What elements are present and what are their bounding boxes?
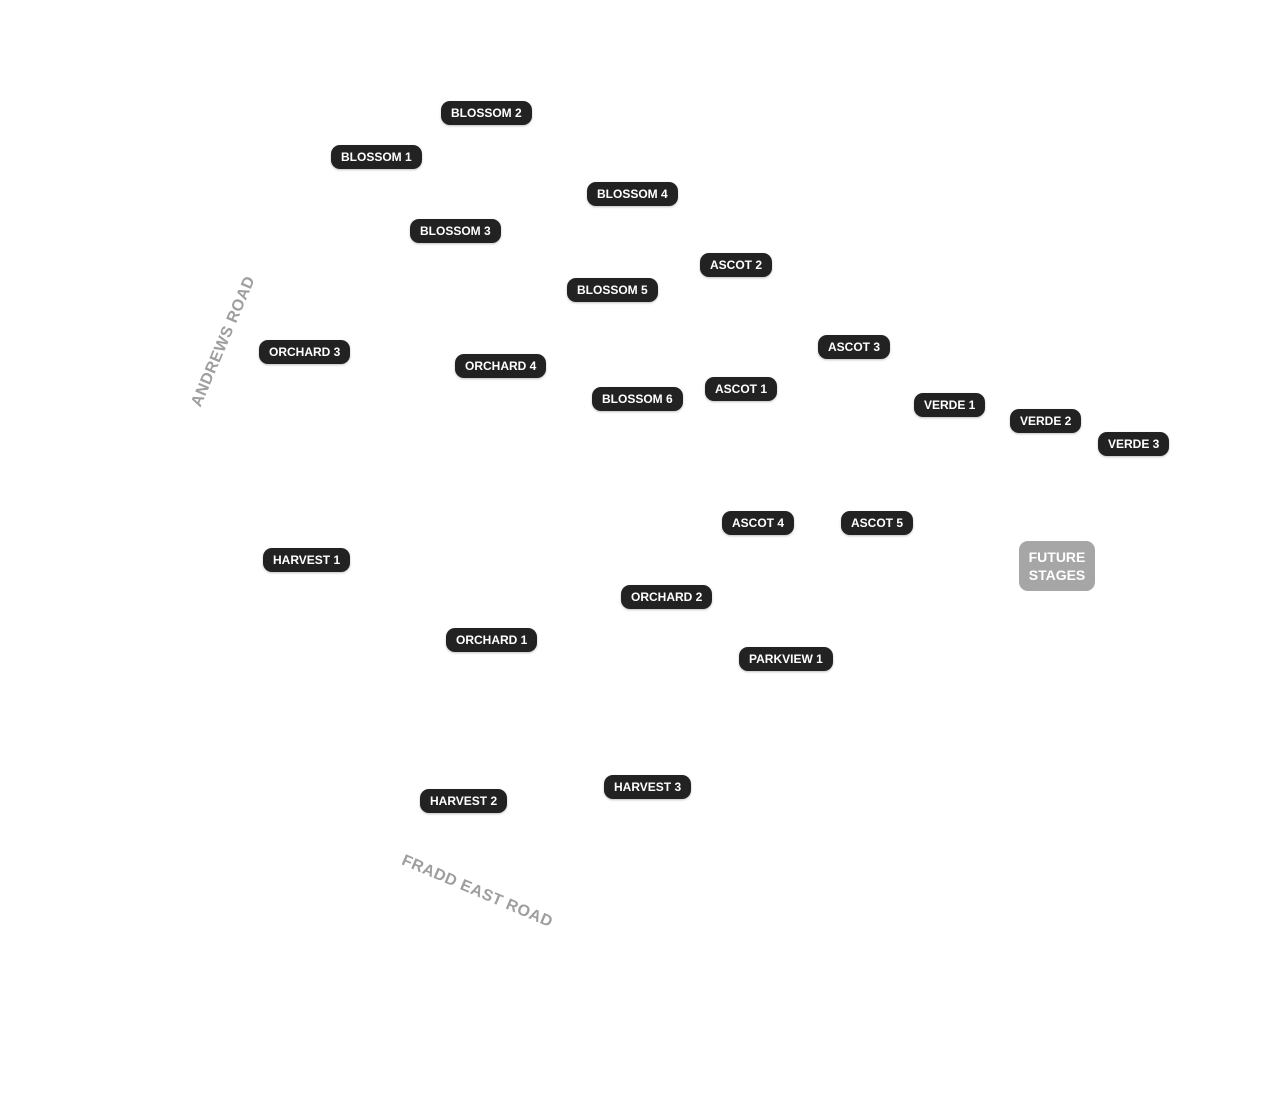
stage-orchard-2[interactable]: ORCHARD 2	[621, 585, 713, 609]
stage-verde-3[interactable]: VERDE 3	[1098, 432, 1170, 456]
future-stages-line-1: FUTURE	[1028, 549, 1086, 565]
stage-verde-2[interactable]: VERDE 2	[1010, 409, 1082, 433]
stage-blossom-3[interactable]: BLOSSOM 3	[410, 219, 501, 243]
stage-harvest-1[interactable]: HARVEST 1	[263, 548, 351, 572]
road-label-fradd-east: FRADD EAST ROAD	[399, 852, 556, 932]
stage-verde-1[interactable]: VERDE 1	[914, 393, 986, 417]
stage-harvest-3[interactable]: HARVEST 3	[604, 775, 692, 799]
stage-blossom-2[interactable]: BLOSSOM 2	[441, 101, 532, 125]
stage-ascot-5[interactable]: ASCOT 5	[841, 511, 914, 535]
stage-orchard-4[interactable]: ORCHARD 4	[455, 354, 547, 378]
stage-ascot-2[interactable]: ASCOT 2	[700, 253, 773, 277]
stage-blossom-6[interactable]: BLOSSOM 6	[592, 387, 683, 411]
stage-orchard-3[interactable]: ORCHARD 3	[259, 340, 351, 364]
stage-blossom-4[interactable]: BLOSSOM 4	[587, 182, 678, 206]
future-stages-badge[interactable]: FUTURE STAGES	[1019, 541, 1095, 591]
stage-blossom-1[interactable]: BLOSSOM 1	[331, 145, 422, 169]
stage-ascot-4[interactable]: ASCOT 4	[722, 511, 795, 535]
stage-parkview-1[interactable]: PARKVIEW 1	[739, 647, 833, 671]
stage-ascot-3[interactable]: ASCOT 3	[818, 335, 891, 359]
future-stages-line-2: STAGES	[1028, 567, 1086, 583]
stage-harvest-2[interactable]: HARVEST 2	[420, 789, 508, 813]
stage-ascot-1[interactable]: ASCOT 1	[705, 377, 778, 401]
stage-orchard-1[interactable]: ORCHARD 1	[446, 628, 538, 652]
stage-blossom-5[interactable]: BLOSSOM 5	[567, 278, 658, 302]
road-label-andrews: ANDREWS ROAD	[188, 273, 259, 410]
